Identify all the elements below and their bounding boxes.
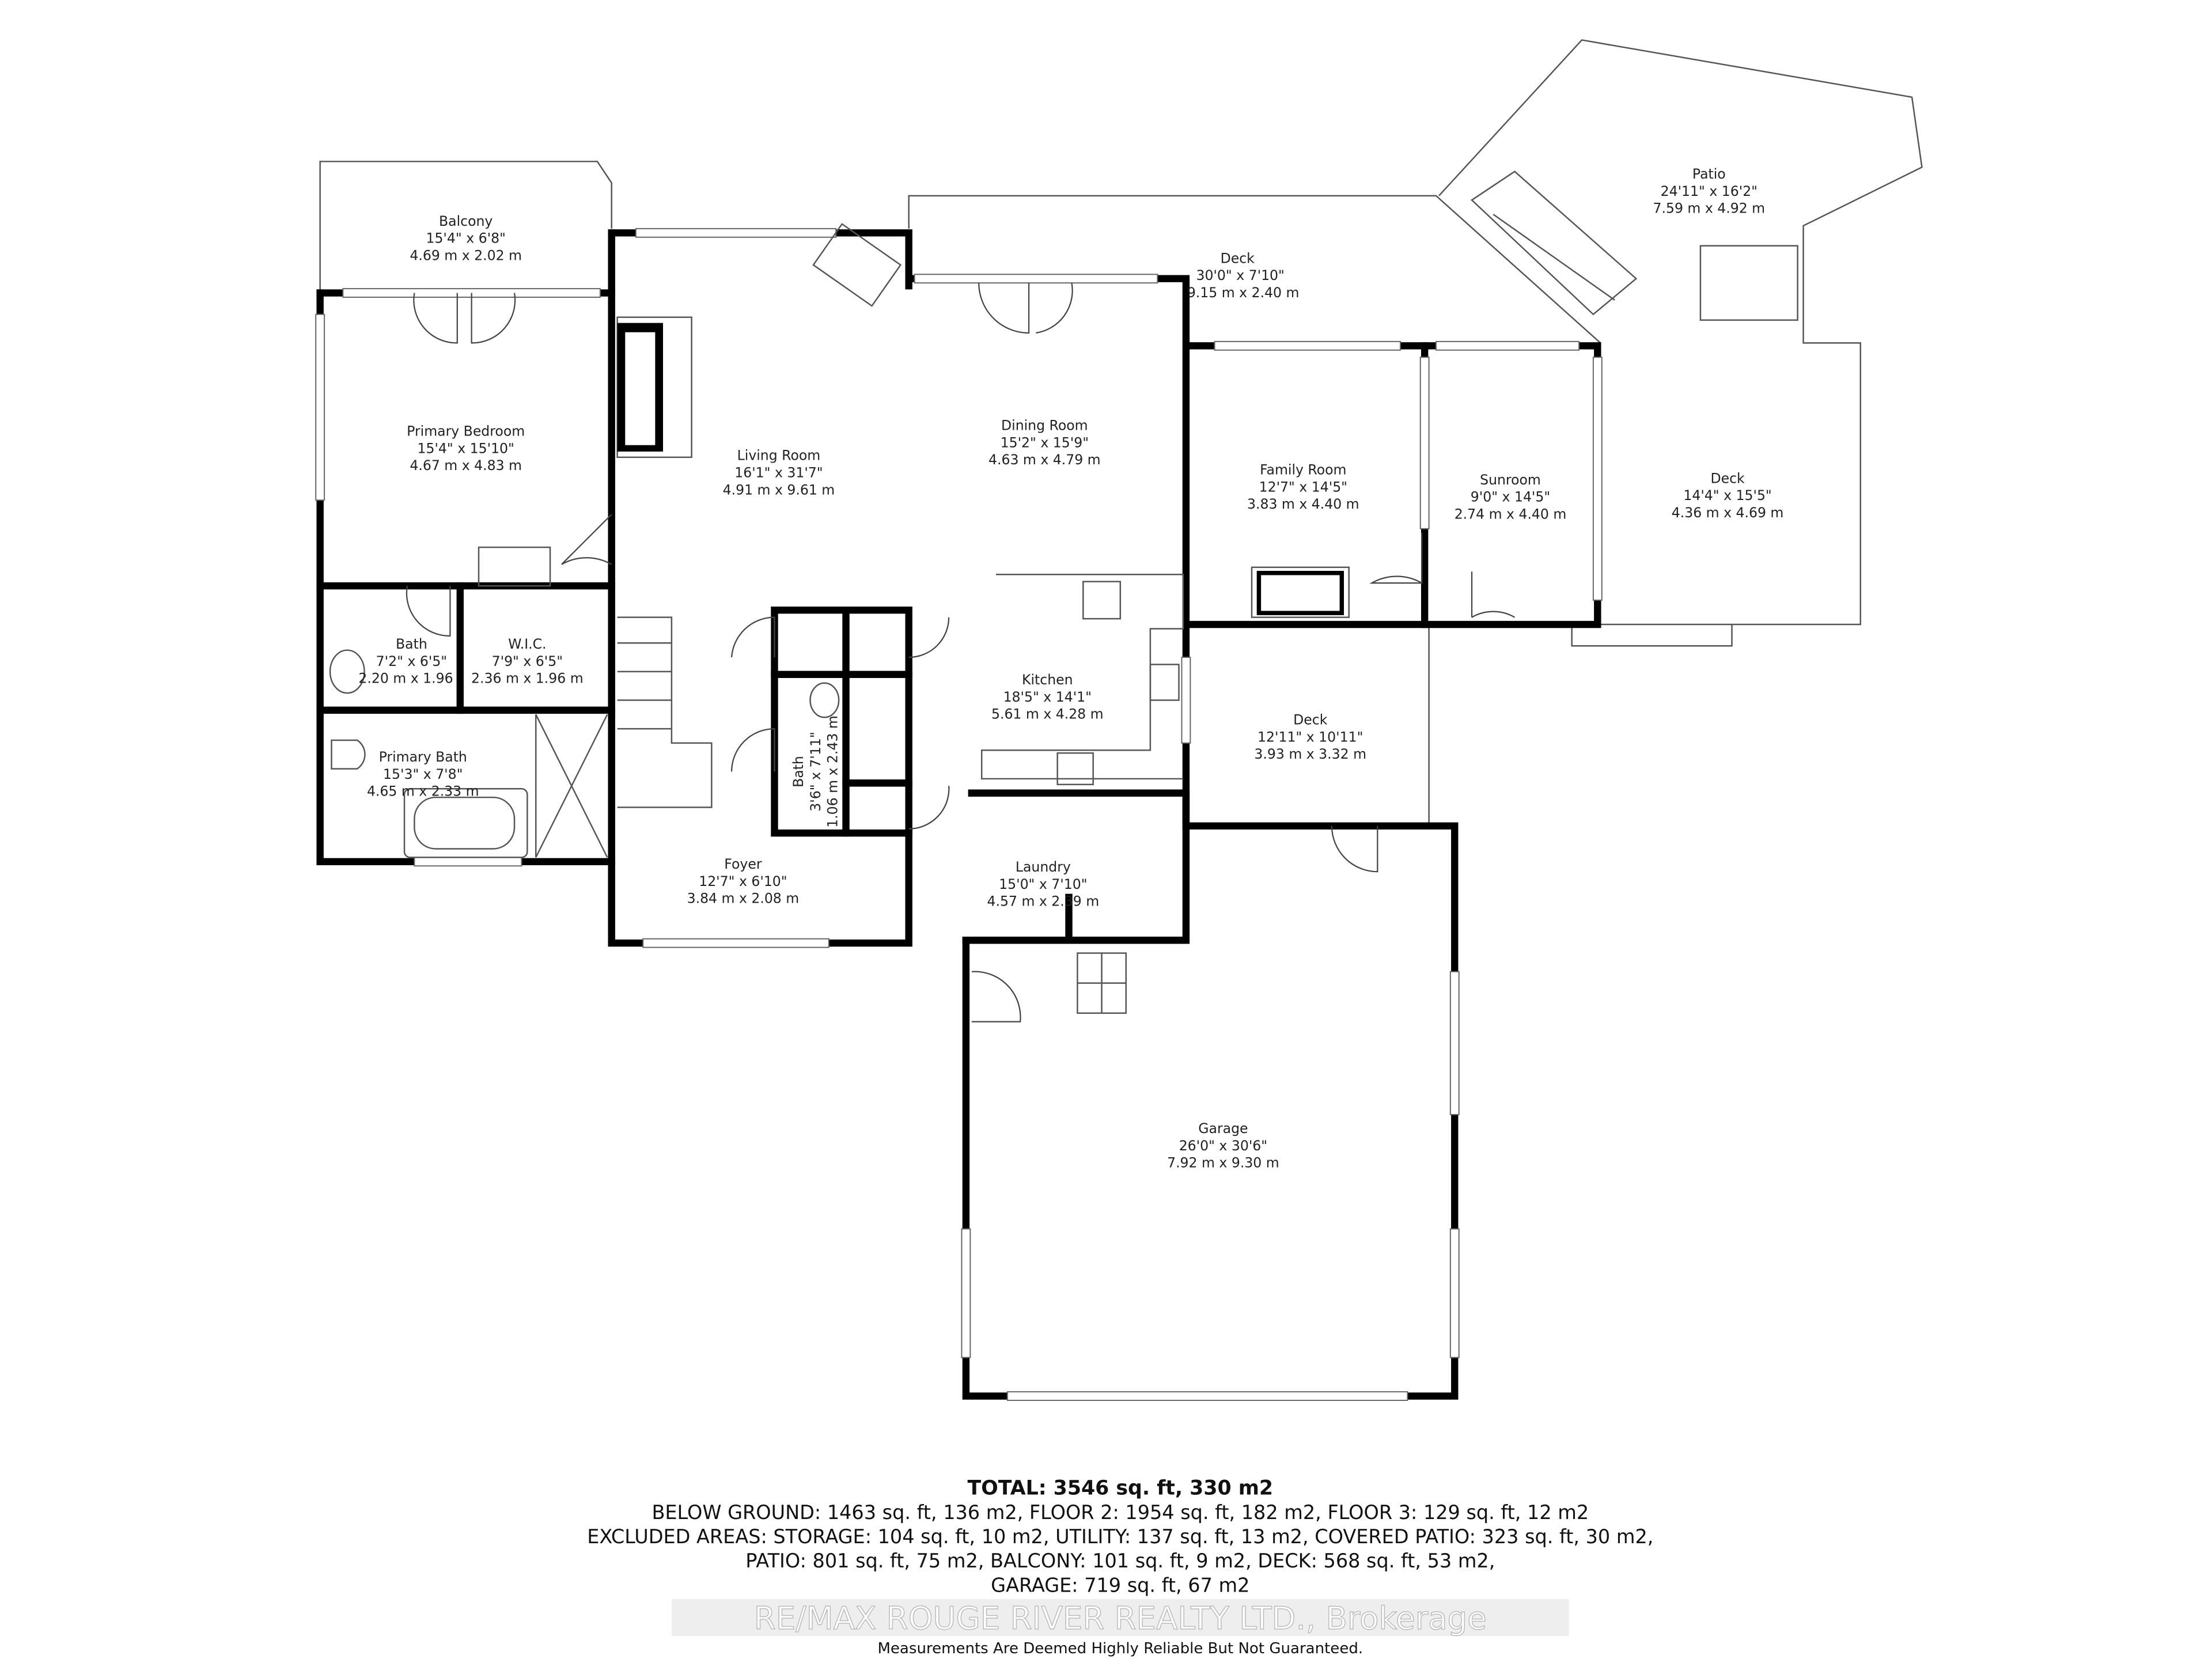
walls	[316, 229, 1601, 1400]
room-label-wic: W.I.C.7'9" x 6'5"2.36 m x 1.96 m	[471, 636, 584, 687]
doors-fixtures	[329, 223, 1516, 1022]
summary-line-3: PATIO: 801 sq. ft, 75 m2, BALCONY: 101 s…	[745, 1550, 1495, 1572]
disclaimer: Measurements Are Deemed Highly Reliable …	[877, 1640, 1363, 1657]
brokerage-watermark: RE/MAX ROUGE RIVER REALTY LTD., Brokerag…	[754, 1600, 1487, 1637]
summary-line-4: GARAGE: 719 sq. ft, 67 m2	[991, 1574, 1249, 1596]
total-area: TOTAL: 3546 sq. ft, 330 m2	[968, 1477, 1274, 1500]
area-summary: TOTAL: 3546 sq. ft, 330 m2 BELOW GROUND:…	[587, 1477, 1653, 1657]
summary-line-2: EXCLUDED AREAS: STORAGE: 104 sq. ft, 10 …	[587, 1525, 1653, 1548]
summary-line-1: BELOW GROUND: 1463 sq. ft, 136 m2, FLOOR…	[652, 1501, 1589, 1524]
windows	[315, 228, 1603, 1401]
